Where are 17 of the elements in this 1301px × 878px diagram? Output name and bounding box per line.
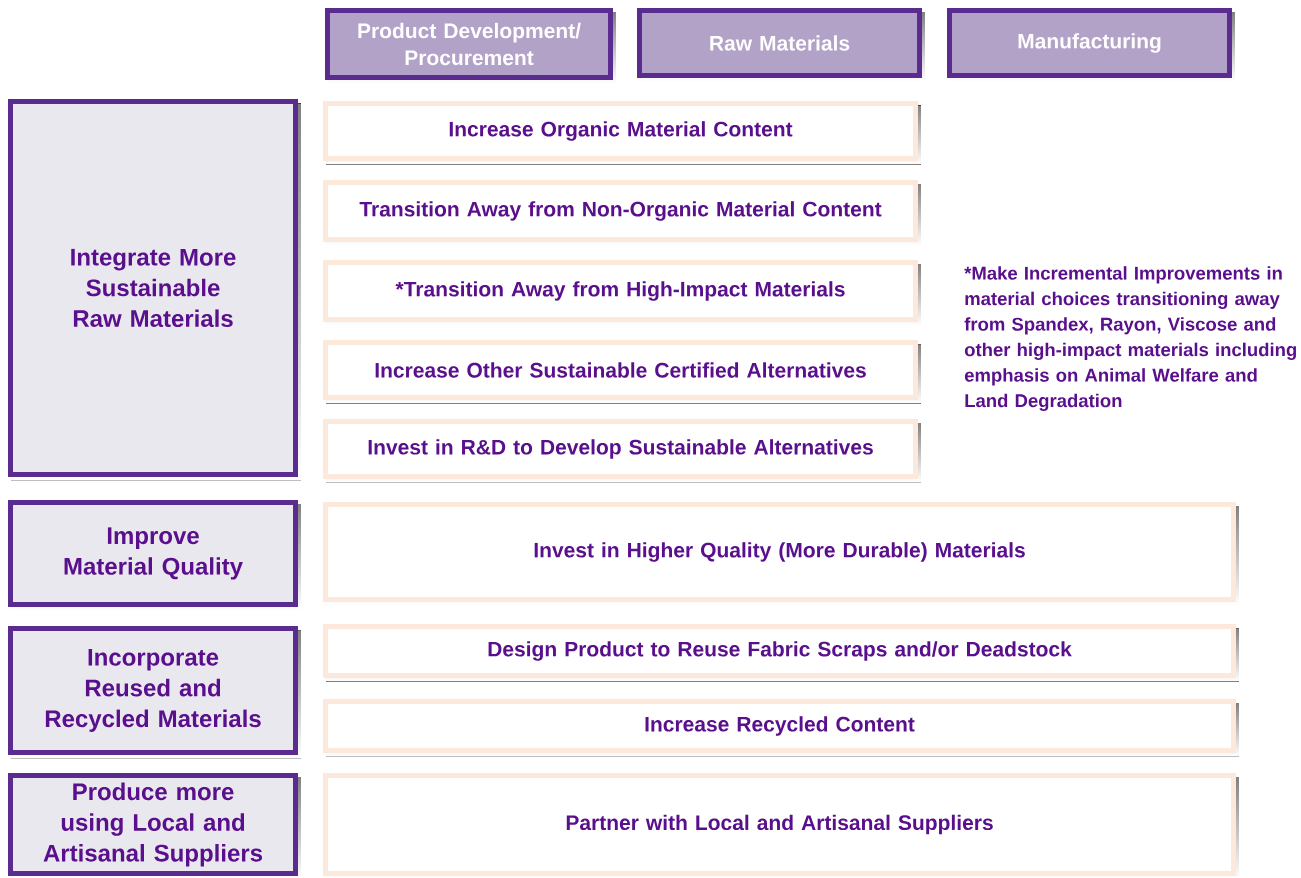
note-text: *Make Incremental Improvements in material choices transitioning away from Spandex, Rayon, Viscose and other high-impact materials including emphasis on Animal Welfare and Land Degradation [964, 266, 1296, 411]
header-box: Product Development/ Procurement [325, 8, 616, 84]
category-box: Integrate More Sustainable Raw Materials [8, 99, 301, 481]
action-box: Transition Away from Non-Organic Material Content [323, 180, 921, 246]
header-box: Manufacturing [947, 8, 1235, 82]
action-box: Increase Other Sustainable Certified Alternatives [323, 340, 921, 404]
category-box: Produce more using Local and Artisanal Suppliers [8, 773, 301, 878]
action-box: Increase Organic Material Content [323, 101, 921, 165]
action-box: Increase Recycled Content [323, 699, 1239, 757]
header-box: Raw Materials [637, 8, 925, 82]
action-box: *Transition Away from High-Impact Materials [323, 260, 921, 326]
category-box: Improve Material Quality [8, 500, 301, 611]
action-box: Invest in Higher Quality (More Durable) Materials [323, 502, 1239, 606]
action-box: Partner with Local and Artisanal Suppliers [323, 773, 1239, 878]
action-box: Invest in R&D to Develop Sustainable Alternatives [323, 419, 921, 483]
category-box: Incorporate Reused and Recycled Materials [8, 626, 301, 759]
action-box: Design Product to Reuse Fabric Scraps and/or Deadstock [323, 624, 1239, 682]
